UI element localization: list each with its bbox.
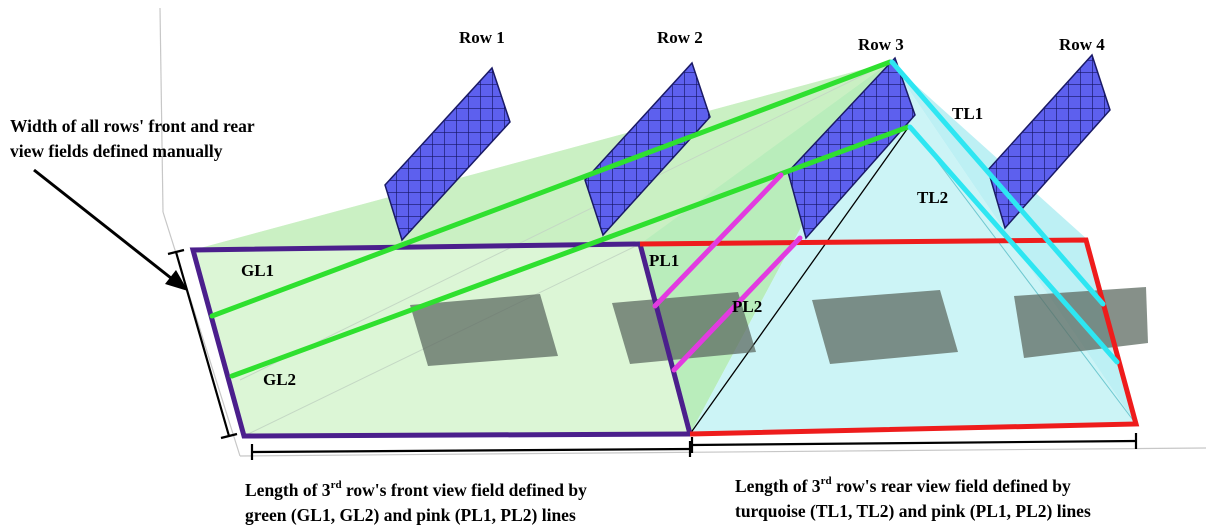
panel-row1 [384,66,511,242]
front-caption-line-1: Length of 3rd row's front view field def… [245,479,587,500]
front-caption-line-2: green (GL1, GL2) and pink (PL1, PL2) lin… [245,505,576,525]
label-gl1: GL1 [241,261,274,280]
front-caption-superscript: rd [331,479,342,491]
pink-line-pl1 [652,172,784,309]
panel-shadow-row1 [410,294,558,366]
green-line-gl2 [229,124,911,379]
row-label-1: Row 1 [459,28,505,47]
rear-caption-suffix: row's rear view field defined by [832,476,1071,496]
row-label-4: Row 4 [1059,35,1105,54]
turquoise-line-tl1 [889,59,1106,307]
panel-row2 [584,61,711,237]
rear-field-border [639,237,1140,437]
front-length-bracket [251,447,691,454]
annotation-arrow-shaft [33,168,177,284]
panel-row4 [987,53,1111,230]
turquoise-line-tl2 [907,124,1120,365]
annotation-arrowhead [165,270,188,291]
label-pl2: PL2 [732,297,762,316]
label-gl2: GL2 [263,370,296,389]
front-caption-prefix: Length of 3 [245,480,331,500]
label-tl1: TL1 [952,104,983,123]
panel-shadow-row2 [612,292,756,364]
front-field-side-face [193,62,890,250]
green-line-gl1 [209,59,893,319]
label-pl1: PL1 [649,251,679,270]
rear-caption-line-2: turquoise (TL1, TL2) and pink (PL1, PL2)… [735,501,1091,521]
row-label-2: Row 2 [657,28,703,47]
pink-line-pl2 [671,235,803,373]
ground-edge-front [239,447,1206,457]
rear-caption-line-1: Length of 3rd row's rear view field defi… [735,475,1071,496]
width-bracket-cap-top [167,248,185,256]
pyramid-edge [909,124,1137,425]
width-bracket-cap-bottom [220,432,238,440]
front-field-divider [637,243,693,435]
row-label-3: Row 3 [858,35,904,54]
width-bracket-line [174,251,231,437]
front-caption-suffix: row's front view field defined by [342,480,588,500]
rear-caption-prefix: Length of 3 [735,476,821,496]
front-volume-edge [239,61,891,381]
label-tl2: TL2 [917,188,948,207]
pyramid-edge [689,124,911,435]
front-field-border [189,241,691,439]
rear-length-bracket [691,439,1137,447]
ground-edge-left [159,7,164,213]
annotation-line-2: view fields defined manually [10,141,223,161]
panel-shadow-row3 [812,290,958,364]
rear-caption-superscript: rd [821,475,832,487]
annotation-line-1: Width of all rows' front and rear [10,116,255,136]
